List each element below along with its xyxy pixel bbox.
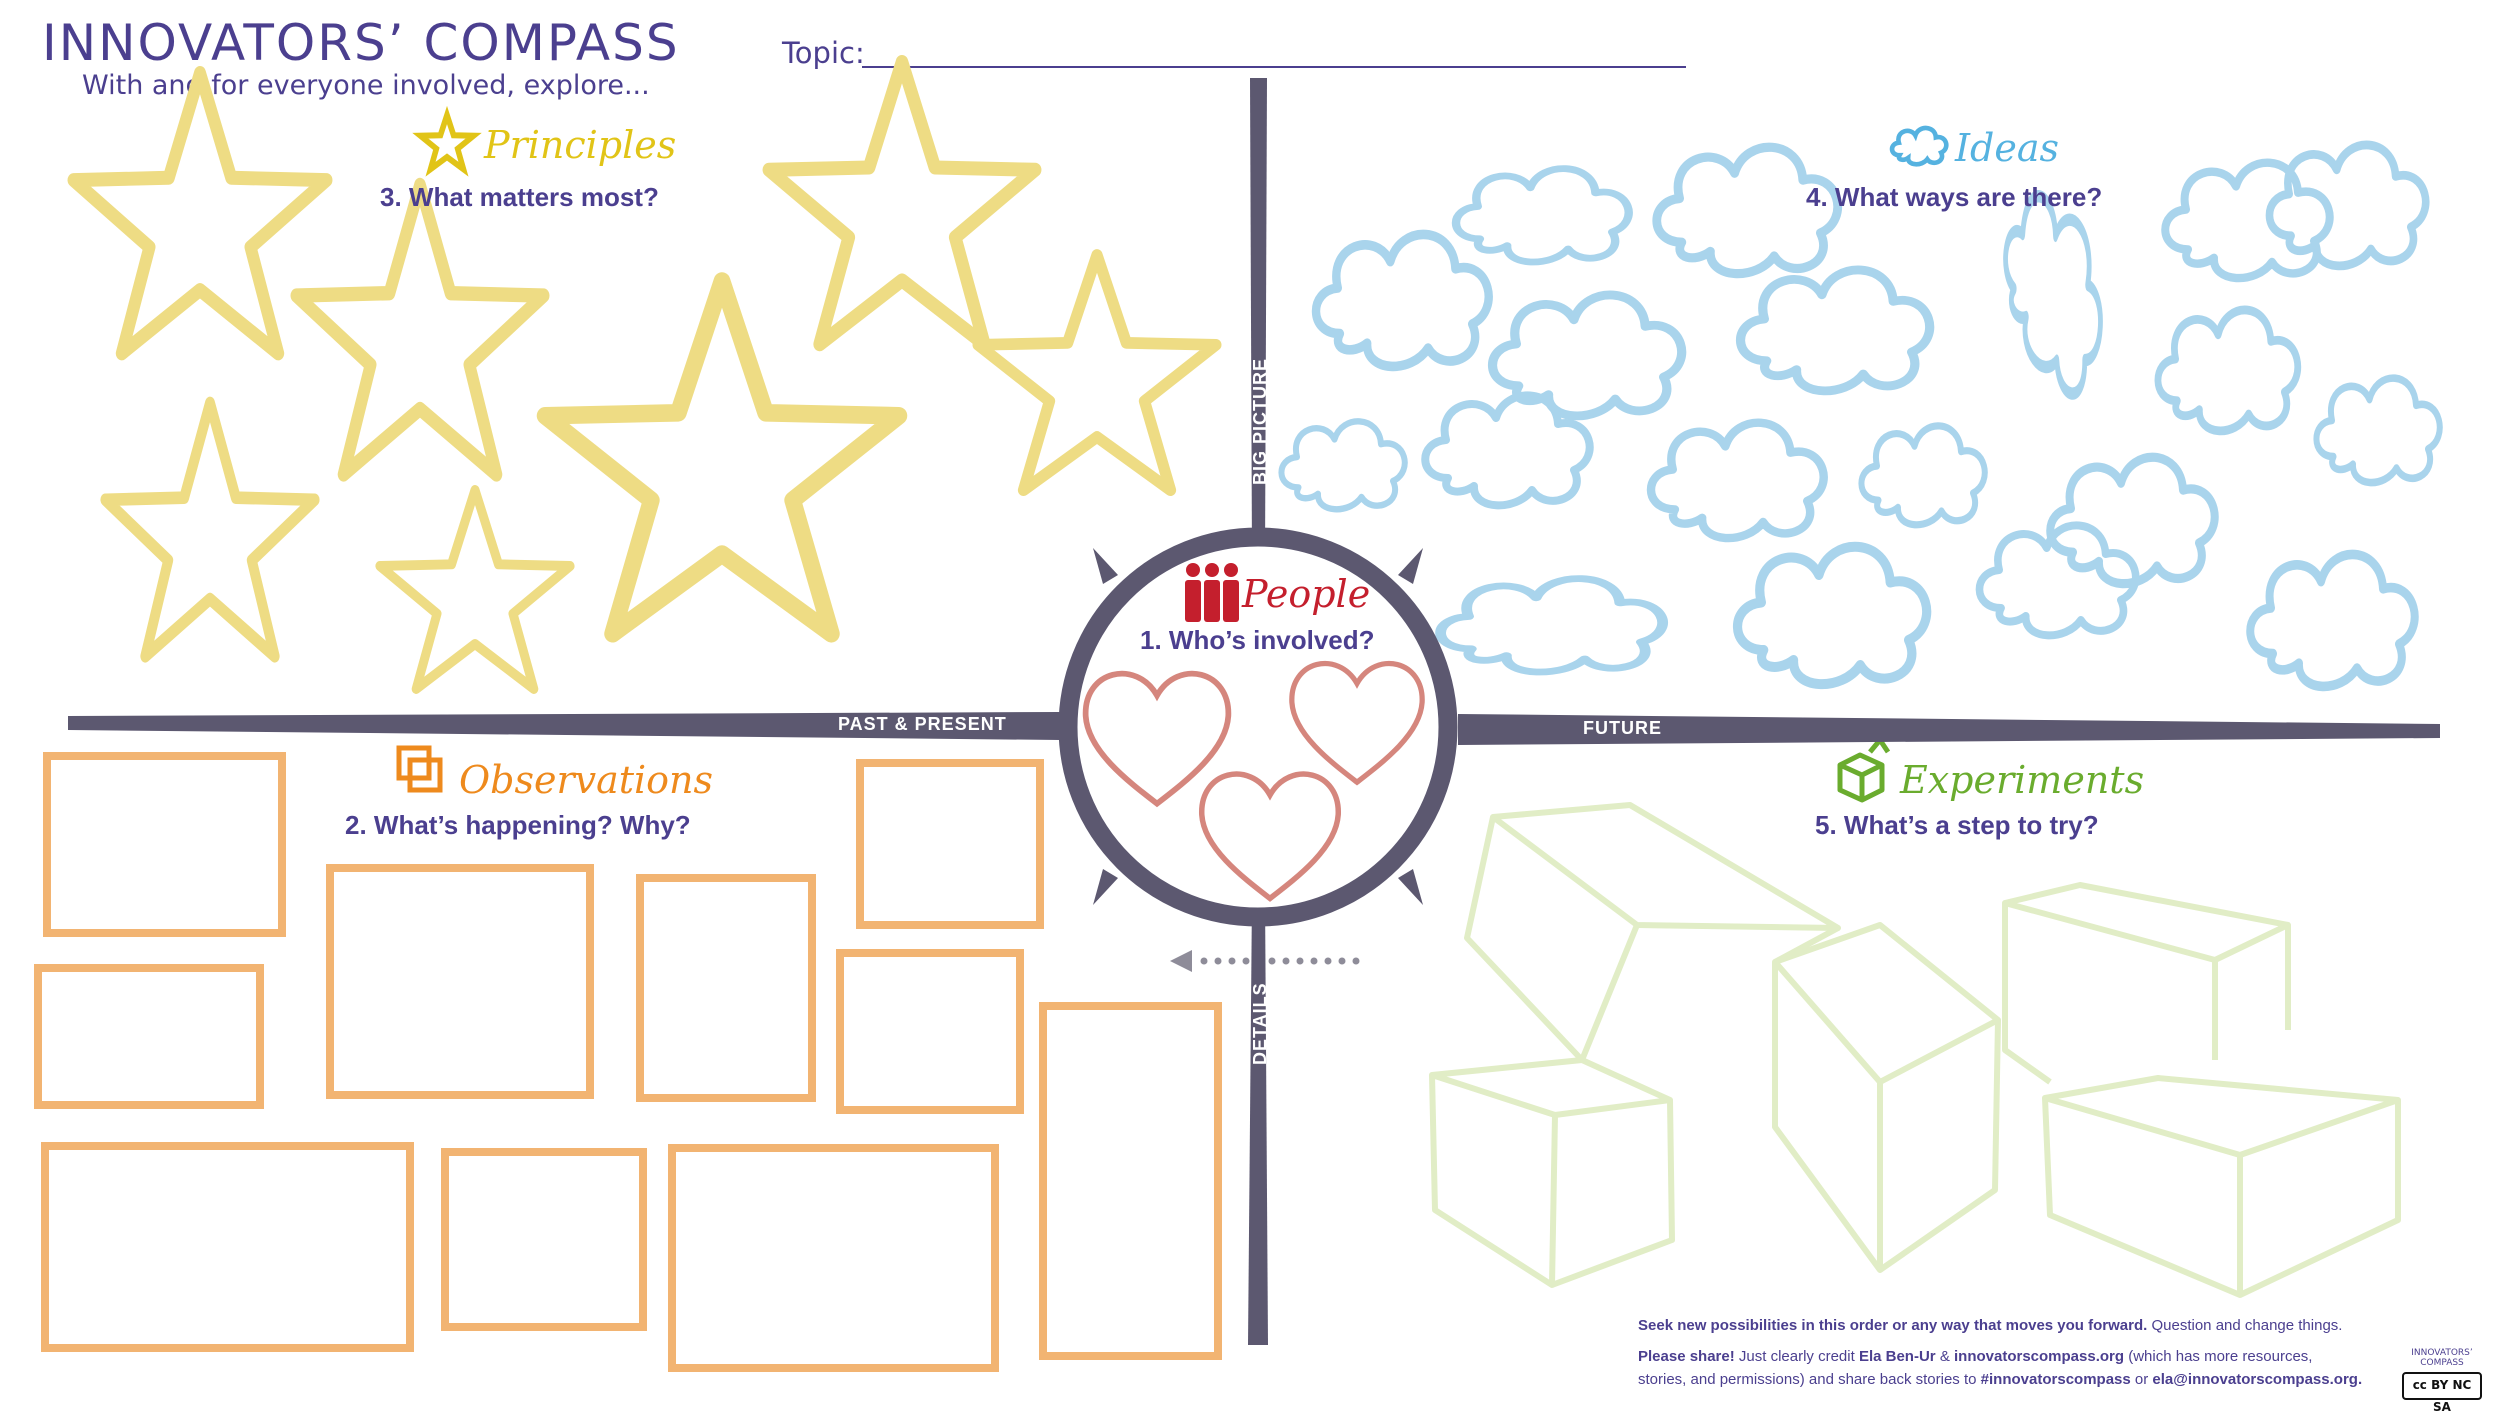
footer-site-link[interactable]: innovatorscompass.org <box>1954 1348 2125 1365</box>
footer-text: Seek new possibilities in this order or … <box>1638 1314 2458 1391</box>
principle-star[interactable] <box>545 281 899 634</box>
compass-axes <box>68 78 2440 1345</box>
principle-star[interactable] <box>105 403 314 656</box>
principles-star-icon <box>420 115 473 169</box>
people-title: People <box>1242 572 1371 616</box>
idea-cloud[interactable] <box>1456 169 1629 262</box>
footer-resources-text: (which has more resources, <box>2128 1348 2313 1365</box>
footer-stories-text: stories, and permissions) and share back… <box>1638 1371 1977 1388</box>
axis-label-details: DETAILS <box>1250 982 1270 1065</box>
observations-title: Observations <box>459 758 714 802</box>
idea-cloud[interactable] <box>1741 270 1930 391</box>
idea-cloud[interactable] <box>2269 145 2425 266</box>
footer-credit-text: Just clearly credit <box>1738 1348 1855 1365</box>
observation-frame[interactable] <box>326 864 594 1099</box>
idea-cloud[interactable] <box>2250 554 2414 686</box>
experiments-question: 5. What’s a step to try? <box>1815 810 2099 840</box>
footer-email-link[interactable]: ela@innovatorscompass.org. <box>2152 1371 2363 1388</box>
idea-cloud[interactable] <box>2165 163 2329 278</box>
app-subtitle: With and for everyone involved, explore.… <box>82 70 650 101</box>
footer-line-3: stories, and permissions) and share back… <box>1638 1368 2458 1391</box>
badge-logo-line-1: INNOVATORS’ <box>2411 1348 2473 1358</box>
arrow-left-icon <box>1170 950 1192 972</box>
experiments-title: Experiments <box>1900 758 2145 802</box>
idea-cloud[interactable] <box>1861 426 1984 525</box>
people-icon <box>1185 563 1239 622</box>
observations-question: 2. What’s happening? Why? <box>345 810 691 840</box>
experiment-box[interactable] <box>1772 922 2001 1273</box>
principle-star[interactable] <box>769 62 1035 344</box>
observation-frame[interactable] <box>41 1142 414 1352</box>
compass-spike <box>1093 869 1118 905</box>
footer-or: or <box>2134 1371 2149 1388</box>
ideas-question: 4. What ways are there? <box>1806 182 2103 212</box>
footer-line-1: Seek new possibilities in this order or … <box>1638 1314 2458 1337</box>
observation-frame[interactable] <box>636 874 816 1102</box>
principle-star[interactable] <box>74 73 327 353</box>
badge-logo-line-2: COMPASS <box>2420 1358 2464 1368</box>
idea-cloud[interactable] <box>1738 547 1927 684</box>
axis-label-future: FUTURE <box>1583 718 1662 738</box>
footer-hashtag-link[interactable]: #innovatorscompass <box>1980 1371 2131 1388</box>
people-circle <box>1058 527 1458 927</box>
ideas-clouds <box>1281 145 2439 686</box>
idea-cloud[interactable] <box>1651 423 1824 538</box>
observation-frame[interactable] <box>836 949 1024 1114</box>
idea-cloud[interactable] <box>1441 579 1663 672</box>
axis-label-past-present: PAST & PRESENT <box>838 714 1007 734</box>
axis-label-big-picture: BIG PICTURE <box>1250 357 1270 485</box>
observation-frame[interactable] <box>1039 1002 1222 1360</box>
ideas-cloud-icon <box>1892 128 1946 164</box>
experiment-box[interactable] <box>2042 1075 2401 1298</box>
details-arrow <box>1170 950 1360 972</box>
principles-title: Principles <box>484 123 677 167</box>
topic-label: Topic: <box>782 36 865 70</box>
horizontal-axis-right <box>1458 714 2440 745</box>
footer-line-2: Please share! Just clearly credit Ela Be… <box>1638 1345 2458 1368</box>
footer-order-tip: Seek new possibilities in this order or … <box>1638 1317 2148 1334</box>
idea-cloud[interactable] <box>1281 421 1404 509</box>
topic-input-line[interactable] <box>862 66 1686 68</box>
idea-cloud[interactable] <box>2316 378 2439 482</box>
experiment-box[interactable] <box>1464 802 1841 1063</box>
observations-frames <box>34 752 1222 1372</box>
principle-star[interactable] <box>380 490 570 689</box>
experiments-box-icon <box>1837 737 1891 803</box>
vertical-axis-bottom <box>1248 895 1268 1345</box>
principle-star[interactable] <box>296 185 543 474</box>
experiment-box[interactable] <box>1429 1057 1675 1288</box>
observation-frame[interactable] <box>34 964 264 1109</box>
observation-frame[interactable] <box>856 759 1044 929</box>
observations-frames-icon <box>396 745 443 793</box>
footer-author: Ela Ben-Ur <box>1858 1348 1936 1365</box>
footer-amp: & <box>1939 1348 1950 1365</box>
horizontal-axis-left <box>68 712 1060 740</box>
compass-spike <box>1398 869 1423 905</box>
idea-cloud[interactable] <box>2158 310 2298 431</box>
experiments-boxes <box>1429 802 2401 1298</box>
principle-star[interactable] <box>978 255 1216 490</box>
compass-spike <box>1093 548 1118 584</box>
license-badge: INNOVATORS’ COMPASS cc BY NC SA <box>2402 1348 2482 1414</box>
footer-share: Please share! <box>1638 1348 1735 1365</box>
experiment-box[interactable] <box>2002 882 2291 1085</box>
idea-cloud[interactable] <box>1316 234 1489 366</box>
principles-question: 3. What matters most? <box>380 182 659 212</box>
people-question: 1. Who’s involved? <box>1140 625 1375 655</box>
observation-frame[interactable] <box>668 1144 999 1372</box>
observation-frame[interactable] <box>441 1148 647 1331</box>
footer-question-tip: Question and change things. <box>2151 1317 2343 1334</box>
compass-spike <box>1398 548 1423 584</box>
ideas-title: Ideas <box>1955 126 2059 170</box>
app-title: INNOVATORS’ COMPASS <box>42 14 680 72</box>
vertical-axis-top <box>1250 78 1267 560</box>
observation-frame[interactable] <box>43 752 286 937</box>
cc-license-icon: cc BY NC SA <box>2402 1372 2482 1414</box>
